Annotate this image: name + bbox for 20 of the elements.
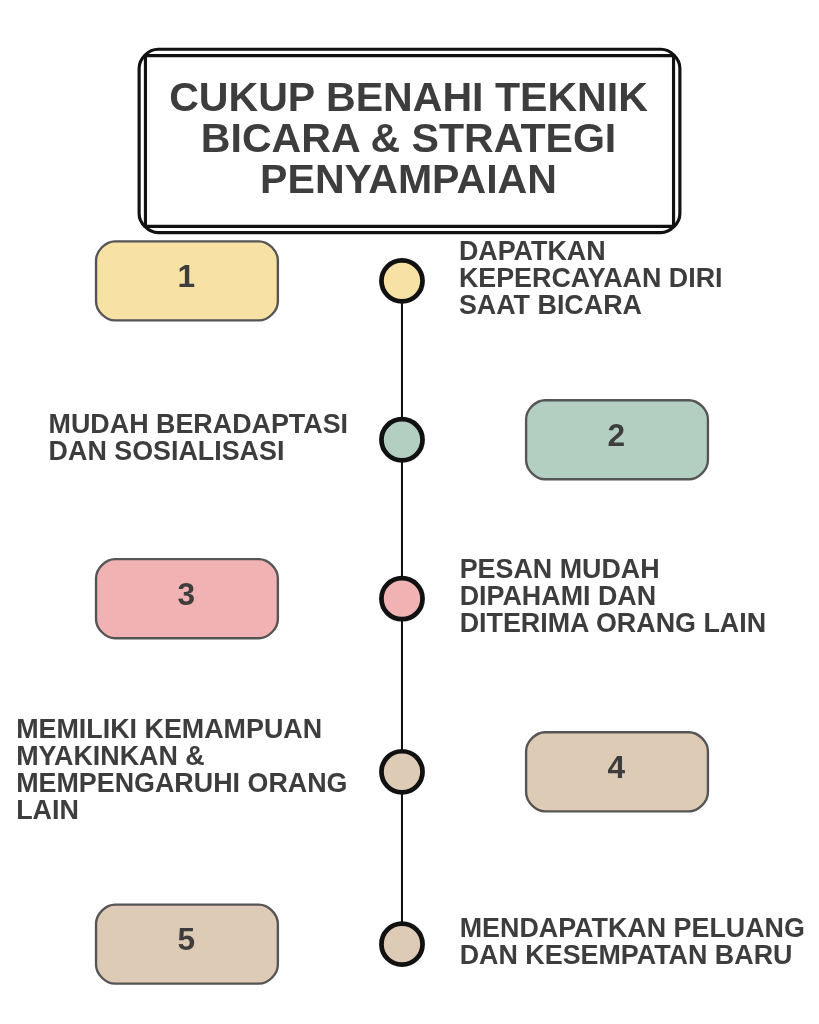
node-circle — [379, 257, 425, 304]
node-label: MUDAH BERADAPTASI DAN SOSIALISASI — [48, 408, 349, 466]
node-label: MEMILIKI KEMAMPUAN MYAKINKAN & MEMPENGARUHI ORANG LAIN — [16, 713, 348, 825]
node-circle — [379, 575, 425, 622]
connector — [400, 792, 403, 923]
node-box: 1 — [94, 239, 280, 322]
node-label: PESAN MUDAH DIPAHAMI DAN DITERIMA ORANG LAIN — [459, 553, 767, 638]
node-circle — [379, 416, 425, 463]
node-label: DAPATKAN KEPERCAYAAN DIRI SAAT BICARA — [458, 235, 723, 320]
node-label: MENDAPATKAN PELUANG DAN KESEMPATAN BARU — [459, 912, 805, 970]
node-circle — [379, 920, 425, 967]
node-box: 4 — [524, 730, 710, 812]
node-box: 2 — [524, 398, 710, 480]
diagram-title: CUKUP BENAHI TEKNIK BICARA & STRATEGI PENYAMPAIAN — [169, 73, 648, 202]
connector — [400, 619, 403, 751]
node-box: 5 — [94, 902, 280, 985]
connector — [400, 459, 403, 578]
node-box: 3 — [94, 557, 280, 639]
node-circle — [379, 748, 425, 795]
connector — [400, 301, 403, 419]
